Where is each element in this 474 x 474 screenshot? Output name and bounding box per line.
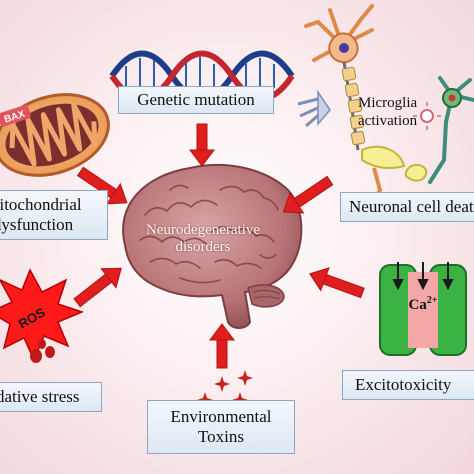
excitotoxicity-text: Excitotoxicity [355,375,452,395]
neuronal-cell-death-box: Neuronal cell death [340,192,474,222]
arrow-neuronal-to-center [282,175,334,214]
arrow-oxidative-to-center [73,267,122,308]
calcium-channel-icon: Ca2+ [379,262,467,356]
microglia-label: Microglia activation [358,94,417,130]
mitochondrial-dysfunction-box: Mitochondrial dysfunction [0,190,108,240]
environmental-text-line1: Environmental [170,407,272,427]
brain-icon [122,163,303,329]
arrow-env-to-center [209,323,235,369]
calcium-symbol: Ca [408,297,427,313]
mitochondrial-text-line1: Mitochondrial [0,195,82,215]
oxidative-stress-box: Oxidative stress [0,382,102,412]
excitotoxicity-box: Excitotoxicity [342,370,474,400]
oxidative-stress-text: Oxidative stress [0,387,80,407]
center-label: Neurodegenerative disorders [128,222,278,255]
svg-text:Ca2+: Ca2+ [408,295,437,313]
environmental-text-line2: Toxins [197,427,245,446]
mitochondrial-text-line2: dysfunction [0,215,74,234]
mitochondrion-icon: BAX [0,93,110,177]
environmental-toxins-box: Environmental Toxins [147,400,295,454]
genetic-mutation-text: Genetic mutation [137,90,255,110]
calcium-charge: 2+ [427,295,438,306]
microglia-label-line1: Microglia [358,95,418,111]
arrows [73,123,365,369]
ros-starburst-icon: ROS [0,268,85,363]
arrow-excito-to-center [309,267,365,299]
neuron-icon [297,4,474,207]
center-label-line2: disorders [175,238,231,255]
neuronal-cell-death-text: Neuronal cell death [349,197,474,217]
center-label-line1: Neurodegenerative [145,222,261,238]
genetic-mutation-box: Genetic mutation [118,86,274,114]
microglia-label-line2: activation [358,113,418,129]
arrow-genetic-to-center [189,123,215,167]
microglia-cell-icon [413,102,441,130]
